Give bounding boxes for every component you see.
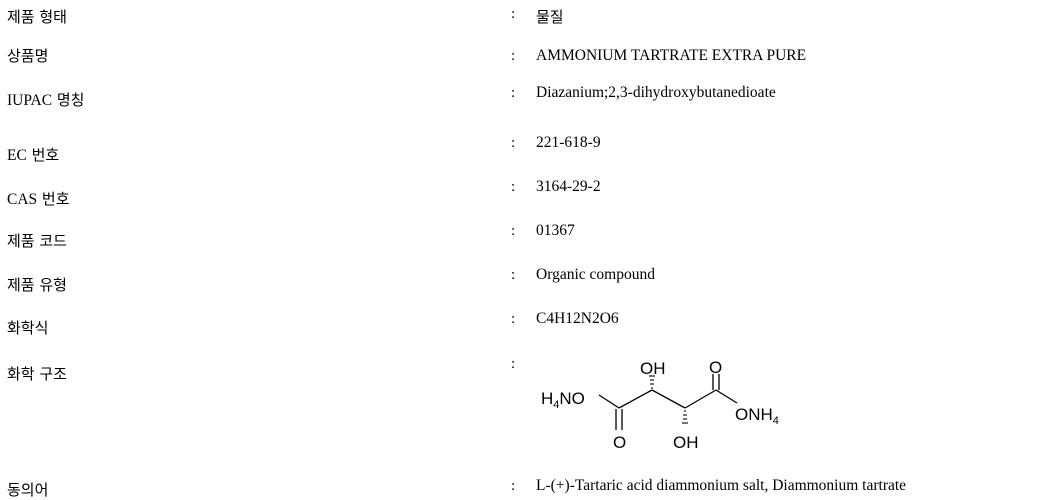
colon: :: [511, 85, 516, 101]
bond: [651, 389, 686, 409]
label-synonyms: 동의어: [7, 481, 49, 499]
label-cas-number: CAS 번호: [7, 189, 70, 210]
label-iupac-name: IUPAC 명칭: [7, 90, 84, 111]
colon: :: [511, 356, 516, 372]
atom-o-top: O: [709, 360, 722, 377]
value-product-type: Organic compound: [536, 266, 655, 283]
atom-o-bottom: O: [613, 433, 626, 452]
bond: [598, 394, 620, 409]
label-ec-suffix: 번호: [26, 146, 60, 164]
value-iupac-name: Diazanium;2,3-dihydroxybutanedioate: [536, 84, 776, 101]
value-synonyms: L-(+)-Tartaric acid diammonium salt, Dia…: [536, 477, 907, 494]
group-right: ONH4: [735, 405, 779, 427]
colon: :: [511, 223, 516, 239]
label-product-type: 제품 유형: [7, 276, 67, 294]
group-left: H4NO: [541, 389, 585, 411]
label-iupac-suffix: 명칭: [52, 91, 85, 109]
label-cas-prefix: CAS: [7, 191, 38, 208]
colon: :: [511, 6, 516, 22]
value-formula: C4H12N2O6: [536, 310, 619, 327]
label-product-code: 제품 코드: [7, 232, 67, 250]
colon: :: [511, 311, 516, 327]
value-product-code: 01367: [536, 222, 575, 239]
colon: :: [511, 267, 516, 283]
value-trade-name: AMMONIUM TARTRATE EXTRA PURE: [536, 47, 807, 64]
value-cas-number: 3164-29-2: [536, 178, 601, 195]
atom-oh-bottom: OH: [673, 433, 699, 452]
hashed-wedge-bottom: [682, 410, 688, 424]
value-product-form: 물질: [536, 8, 564, 26]
atom-oh-top: OH: [640, 360, 666, 378]
hashed-wedge-top: [649, 375, 655, 389]
colon: :: [511, 179, 516, 195]
label-iupac-prefix: IUPAC: [7, 92, 53, 109]
value-ec-number: 221-618-9: [536, 134, 601, 151]
label-ec-prefix: EC: [7, 147, 27, 164]
bond: [684, 389, 717, 409]
label-formula: 화학식: [7, 319, 49, 337]
chemical-structure-image: OH O H4NO ONH4 O OH: [541, 360, 779, 452]
colon: :: [511, 135, 516, 151]
label-ec-number: EC 번호: [7, 145, 59, 166]
colon: :: [511, 48, 516, 64]
label-product-form: 제품 형태: [7, 8, 67, 26]
label-structure: 화학 구조: [7, 365, 67, 383]
label-trade-name: 상품명: [7, 47, 49, 65]
label-cas-suffix: 번호: [37, 190, 70, 208]
bond: [715, 389, 738, 404]
colon: :: [511, 478, 516, 494]
bond: [618, 389, 653, 409]
